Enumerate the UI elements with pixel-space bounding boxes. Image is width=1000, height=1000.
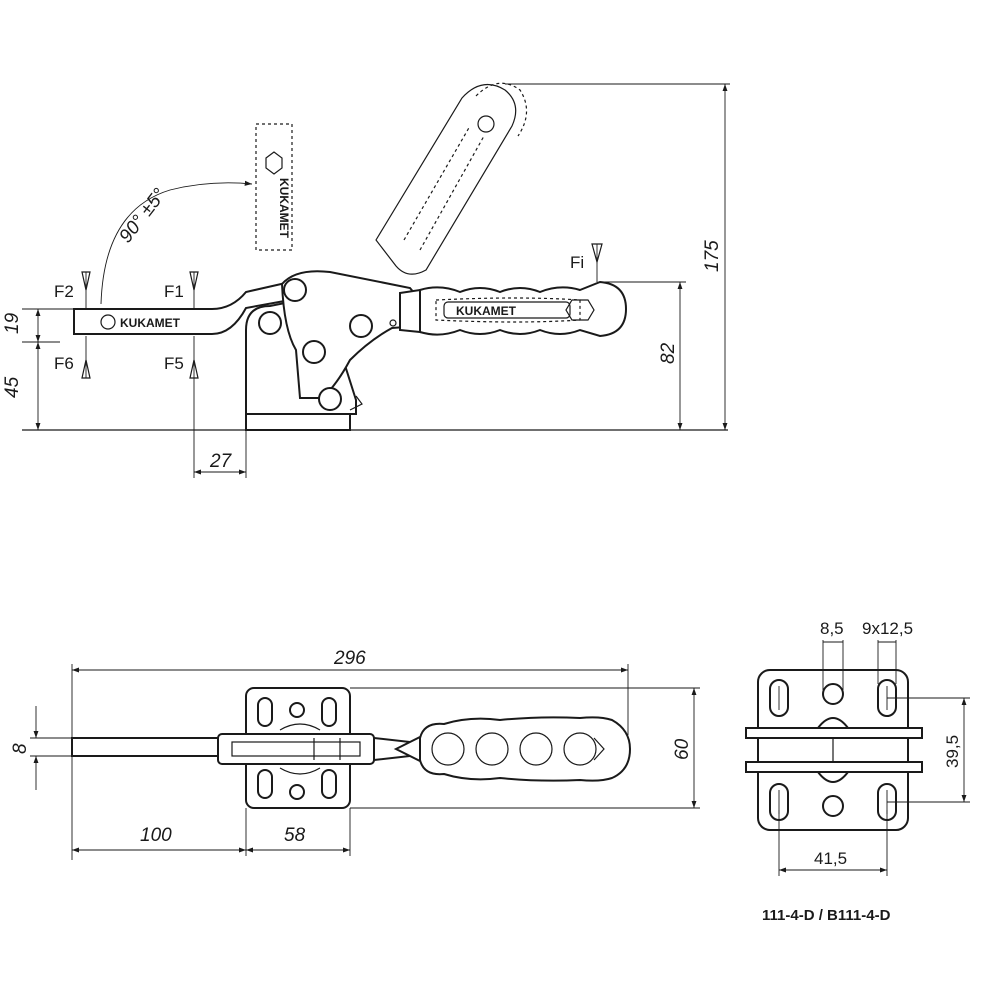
arm-logo-icon: [100, 314, 116, 330]
force-f2: F2: [54, 271, 91, 308]
top-body-inner: [231, 741, 361, 757]
pivot-4: [302, 340, 326, 364]
top-pivot-caps: [279, 723, 321, 775]
open-handle-cap: [475, 82, 528, 137]
handle-grip: [419, 280, 628, 338]
svg-text:F6: F6: [54, 354, 74, 373]
pivot-3: [349, 314, 373, 338]
dim-19: 19: [2, 312, 23, 334]
arm-brand-text: KUKAMET: [120, 316, 181, 330]
dim-395: 39,5: [943, 735, 962, 768]
svg-text:Fi: Fi: [570, 253, 584, 272]
handle-open-phantom: [375, 82, 528, 275]
dim-85: 8,5: [820, 619, 844, 638]
handle-logo-hex: [565, 299, 595, 321]
handle-neck: [399, 288, 421, 334]
angle-label: 90° ±5°: [115, 185, 170, 248]
top-handle-tip: [593, 737, 605, 761]
top-handle: [419, 716, 632, 782]
force-f5: F5: [164, 336, 199, 478]
dim-175: 175: [702, 240, 723, 272]
open-handle-logo: [477, 115, 495, 133]
top-view: 296 8 60 100 58: [10, 648, 700, 860]
lever-plate: [280, 270, 421, 399]
model-caption: 111-4-D / B111-4-D: [762, 907, 891, 924]
dim-27: 27: [209, 451, 233, 472]
dim-296: 296: [333, 648, 366, 669]
base-plate: [245, 413, 351, 431]
dim-58: 58: [284, 825, 306, 846]
arm-open-brand: KUKAMET: [277, 178, 291, 239]
pivot-1: [283, 278, 307, 302]
dim-60: 60: [672, 738, 693, 760]
bracket-tab: [349, 395, 363, 411]
angle-arc: [100, 180, 253, 305]
end-strip-top: [745, 727, 923, 739]
open-handle-body: [375, 83, 517, 275]
open-handle-dots: [403, 125, 485, 251]
end-view: 8,5 9x12,5 39,5 41,5 111-4-D / B111-4-D: [745, 619, 970, 924]
end-strip-bottom: [745, 761, 923, 773]
arm-open-phantom: [255, 123, 293, 251]
svg-text:F2: F2: [54, 282, 74, 301]
handle-label-plate: [443, 301, 571, 319]
dim-82: 82: [658, 342, 679, 364]
pin-small: [389, 319, 397, 327]
pivot-5: [318, 387, 342, 411]
pivot-2: [258, 311, 282, 335]
handle-brand-text: KUKAMET: [456, 304, 517, 318]
dim-100: 100: [140, 825, 172, 846]
arm-open-logo: [265, 151, 283, 175]
svg-text:F1: F1: [164, 282, 184, 301]
dim-415: 41,5: [814, 849, 847, 868]
force-f6: F6: [54, 336, 91, 379]
dim-8: 8: [10, 743, 31, 754]
force-f1: F1: [164, 271, 199, 308]
dim-9x125: 9x12,5: [862, 619, 913, 638]
side-view: KUKAMET KUKAMET KUKAMET 90° ±5° F2 F1: [2, 82, 730, 478]
svg-text:F5: F5: [164, 354, 184, 373]
top-body: [217, 733, 375, 765]
force-fi: Fi: [570, 243, 603, 282]
dim-45: 45: [2, 376, 23, 398]
